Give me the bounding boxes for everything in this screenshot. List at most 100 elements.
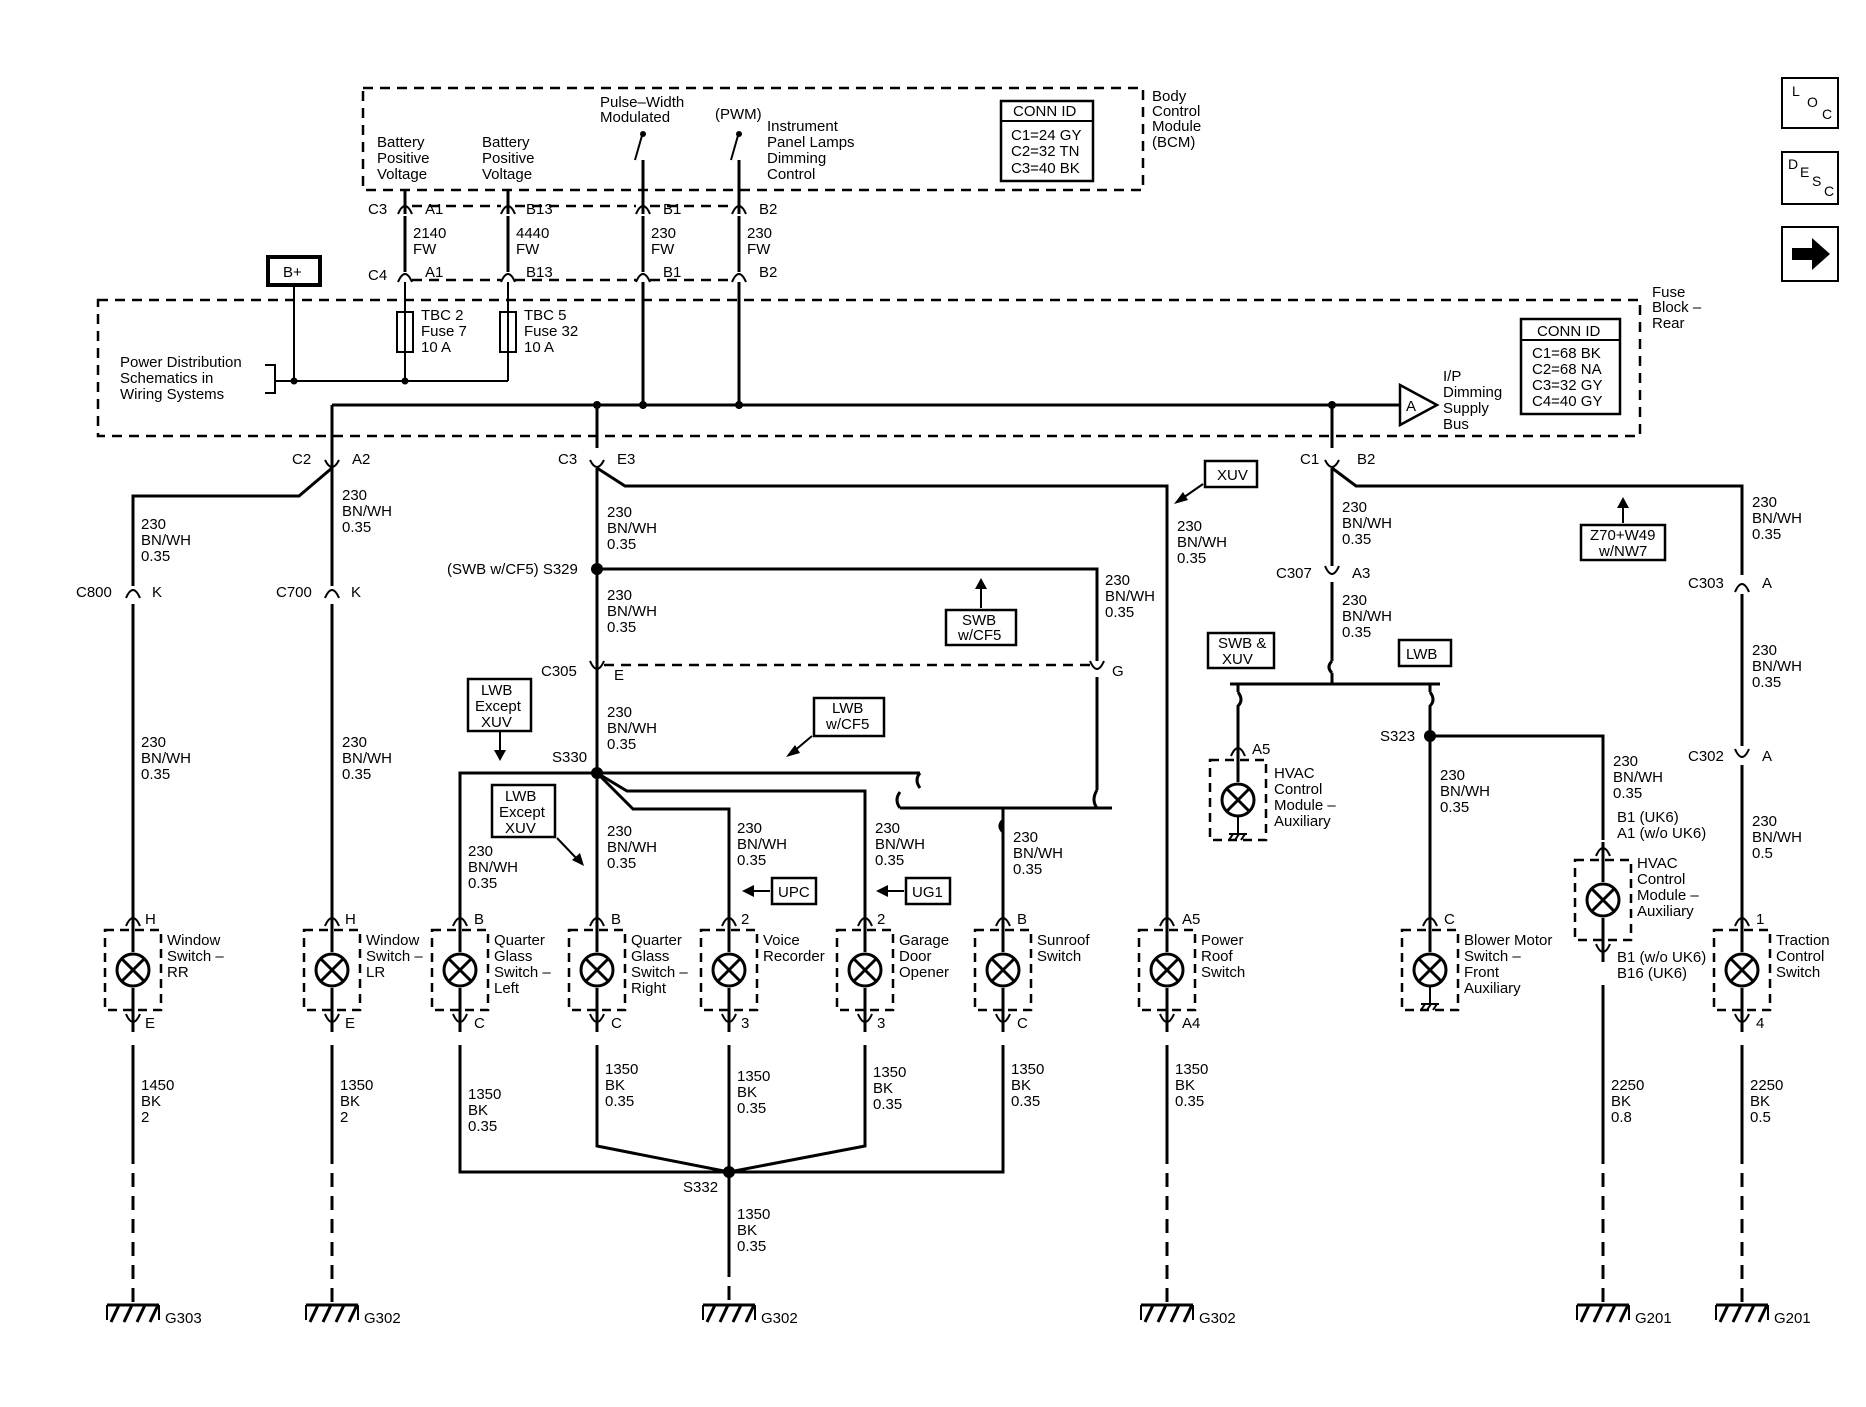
svg-text:0.35: 0.35	[1011, 1093, 1040, 1110]
component-label: Glass	[631, 948, 669, 965]
ground-symbol-g201: G201	[1576, 1303, 1672, 1327]
ip-dimming-switch-icon	[730, 131, 742, 161]
wire-label-c2-right: 230 BN/WH 0.35	[342, 487, 392, 536]
svg-text:BK: BK	[468, 1102, 488, 1119]
svg-text:Positive: Positive	[377, 150, 430, 167]
svg-text:0.35: 0.35	[607, 736, 636, 753]
bcm-connector-c3: C3 A1 B13 B1 B2	[368, 201, 777, 218]
pin-label: B16 (UK6)	[1617, 965, 1687, 982]
component-label: Control	[1776, 948, 1824, 965]
svg-text:Battery: Battery	[482, 134, 530, 151]
desc-letter-2: E	[1800, 164, 1809, 180]
svg-text:K: K	[152, 584, 162, 601]
svg-text:UPC: UPC	[778, 884, 810, 901]
svg-text:1350: 1350	[1011, 1061, 1044, 1078]
svg-text:C3=40 BK: C3=40 BK	[1011, 160, 1080, 177]
svg-text:Modulated: Modulated	[600, 109, 670, 126]
svg-text:BN/WH: BN/WH	[1752, 829, 1802, 846]
svg-text:230: 230	[1105, 572, 1130, 589]
svg-text:1350: 1350	[605, 1061, 638, 1078]
option-box-lwb-except-xuv-2: LWB Except XUV	[490, 783, 584, 866]
option-box-lwb: LWB	[1397, 638, 1453, 668]
loc-letter-3: C	[1822, 106, 1832, 122]
ground-wire-labels: 1450 BK 2 1350 BK 2 1350 BK 0.35 1350 BK…	[141, 1061, 1783, 1255]
svg-text:0.35: 0.35	[141, 766, 170, 783]
svg-text:C305: C305	[541, 663, 577, 680]
component-label: Switch	[1201, 964, 1245, 981]
next-arrow-button[interactable]	[1781, 226, 1839, 282]
svg-text:0.35: 0.35	[1013, 861, 1042, 878]
option-box-z70-w49: Z70+W49 w/NW7	[1579, 497, 1667, 562]
svg-text:Supply: Supply	[1443, 400, 1489, 417]
svg-text:0.35: 0.35	[1440, 799, 1469, 816]
svg-text:A: A	[1762, 748, 1772, 765]
option-box-swb-xuv: SWB & XUV	[1206, 631, 1276, 670]
svg-text:FW: FW	[747, 241, 771, 258]
loc-button[interactable]: L O C	[1781, 77, 1839, 129]
pin-label: A5	[1252, 741, 1270, 758]
pwm-label: Pulse–Width Modulated (PWM)	[600, 94, 762, 126]
component-label: Switch	[1776, 964, 1820, 981]
fuse-block-output-c1: C1 B2	[1300, 451, 1375, 468]
bcm-conn-id-table: CONN ID C1=24 GY C2=32 TN C3=40 BK	[999, 99, 1095, 183]
pin-label: 3	[741, 1015, 749, 1032]
component-label: Front	[1464, 964, 1500, 981]
desc-button[interactable]: D E S C	[1781, 151, 1839, 205]
wire-garage	[596, 771, 867, 920]
svg-text:10 A: 10 A	[524, 339, 554, 356]
svg-text:Bus: Bus	[1443, 416, 1469, 433]
pin-label: B	[474, 911, 484, 928]
svg-text:B2: B2	[759, 264, 777, 281]
svg-text:230: 230	[737, 820, 762, 837]
svg-text:230: 230	[651, 225, 676, 242]
svg-text:0.35: 0.35	[607, 855, 636, 872]
svg-text:XUV: XUV	[505, 820, 536, 837]
fuse-block-output-c3: C3 E3	[558, 451, 635, 468]
svg-text:LWB: LWB	[481, 682, 512, 699]
wire-xuv-power-roof	[596, 466, 1169, 920]
ip-dimming-bus-symbol: A	[1398, 382, 1440, 428]
component-label: LR	[366, 964, 385, 981]
component-label: Switch –	[167, 948, 224, 965]
svg-text:BN/WH: BN/WH	[1342, 608, 1392, 625]
component-label: Opener	[899, 964, 949, 981]
ground-label: G302	[1199, 1310, 1236, 1327]
svg-text:Schematics in: Schematics in	[120, 370, 213, 387]
pin-label: 2	[877, 911, 885, 928]
component-label: HVAC	[1637, 855, 1678, 872]
wire-qgl	[458, 771, 597, 920]
svg-text:1350: 1350	[873, 1064, 906, 1081]
svg-text:C1: C1	[1300, 451, 1319, 468]
svg-text:B1: B1	[663, 201, 681, 218]
ground-symbol-g302: G302	[702, 1303, 798, 1327]
svg-text:230: 230	[607, 704, 632, 721]
pin-label: E	[345, 1015, 355, 1032]
wire-label-c1-right: 230 BN/WH 0.35	[1752, 494, 1802, 543]
svg-text:BK: BK	[1611, 1093, 1631, 1110]
svg-text:C2=68 NA: C2=68 NA	[1532, 361, 1602, 378]
svg-text:0.35: 0.35	[1613, 785, 1642, 802]
svg-text:1450: 1450	[141, 1077, 174, 1094]
svg-text:0.35: 0.35	[1105, 604, 1134, 621]
svg-text:BN/WH: BN/WH	[141, 750, 191, 767]
svg-text:Fuse 32: Fuse 32	[524, 323, 578, 340]
pin-label: C	[1017, 1015, 1028, 1032]
svg-text:0.35: 0.35	[1342, 624, 1371, 641]
svg-text:230: 230	[607, 504, 632, 521]
lamp-icon	[314, 952, 350, 988]
svg-text:B13: B13	[526, 201, 553, 218]
ground-icon	[1140, 1303, 1194, 1323]
svg-text:230: 230	[141, 734, 166, 751]
svg-text:2140: 2140	[413, 225, 446, 242]
svg-text:230: 230	[747, 225, 772, 242]
wire-label-e3: 230 BN/WH 0.35	[607, 504, 657, 553]
svg-text:Pulse–Width: Pulse–Width	[600, 94, 684, 111]
svg-text:Rear: Rear	[1652, 315, 1685, 332]
svg-text:230: 230	[1177, 518, 1202, 535]
wire-label-sunroof: 230 BN/WH 0.35	[1013, 829, 1063, 878]
pin-label: H	[345, 911, 356, 928]
bcm-wire-labels: 2140 FW 4440 FW 230 FW 230 FW	[413, 225, 772, 258]
svg-text:XUV: XUV	[481, 714, 512, 731]
